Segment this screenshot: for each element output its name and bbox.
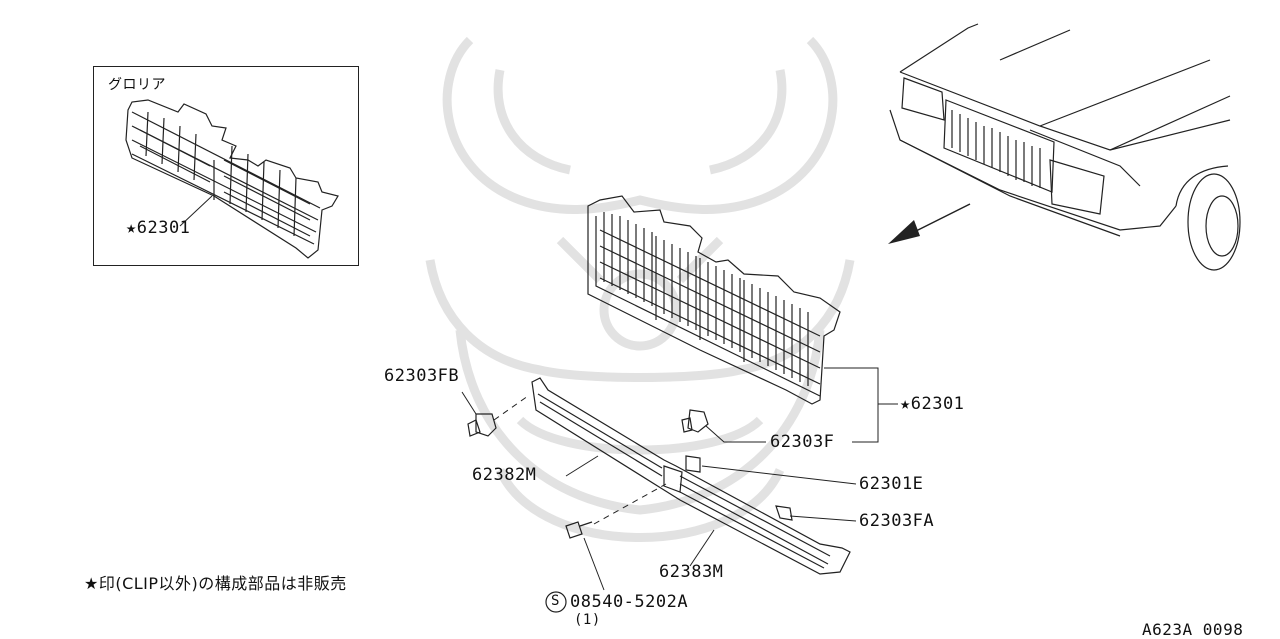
inset-title: グロリア: [108, 77, 166, 93]
callout-62301E: 62301E: [859, 474, 924, 494]
inset-grille-drawing: [125, 99, 339, 259]
screw-symbol-circle: [545, 591, 567, 613]
clip-62303FA-drawing: [775, 505, 793, 521]
screw-drawing: [565, 521, 593, 539]
callout-62383M: 62383M: [659, 562, 724, 582]
callout-62303FB: 62303FB: [384, 366, 460, 386]
clip-62301E-drawing: [685, 455, 701, 473]
main-grille-drawing: [587, 195, 841, 405]
leader-lines: [461, 367, 898, 591]
callout-62382M: 62382M: [472, 465, 537, 485]
screw-symbol: S: [551, 593, 560, 609]
direction-arrow: [888, 203, 971, 244]
callout-62303FA: 62303FA: [859, 511, 935, 531]
clip-62303FB-drawing: [467, 413, 497, 437]
diagram-code: A623A 0098: [1142, 620, 1244, 639]
clip-62303F-drawing: [681, 409, 709, 433]
dashed-alignment-lines: [493, 395, 667, 525]
footnote: ★印(CLIP以外)の構成部品は非販売: [84, 574, 347, 593]
callout-screw-part: 08540-5202A: [570, 592, 689, 612]
screw-quantity: (1): [574, 612, 601, 628]
inset-part-label: ★62301: [126, 218, 191, 238]
inset-box: [93, 66, 359, 266]
callout-62301-main: ★62301: [900, 394, 965, 414]
lower-molding-drawing: [531, 377, 851, 575]
car-front-drawing: [889, 23, 1241, 271]
callout-62303F: 62303F: [770, 432, 835, 452]
